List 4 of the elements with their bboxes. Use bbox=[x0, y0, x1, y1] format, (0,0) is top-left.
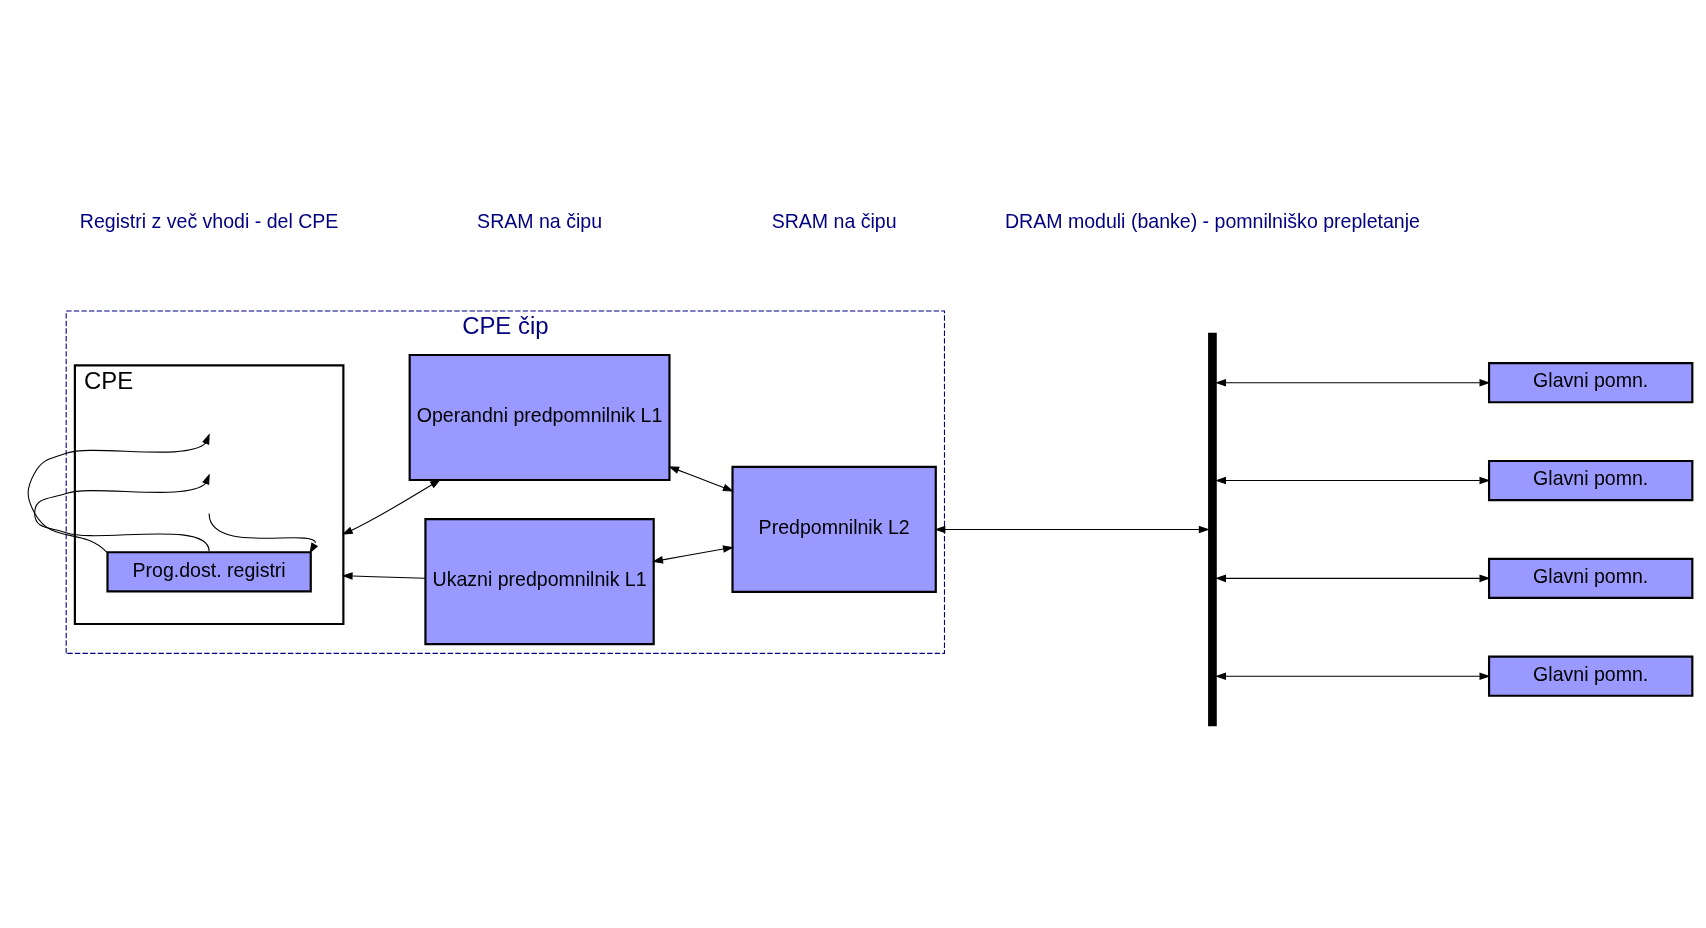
label: SRAM na čipu bbox=[477, 209, 603, 232]
label: SRAM na čipu bbox=[771, 209, 897, 232]
label: DRAM moduli (banke) - pomnilniško prepletanje bbox=[1004, 209, 1420, 232]
label: Registri z več vhodi - del CPE bbox=[79, 209, 339, 232]
